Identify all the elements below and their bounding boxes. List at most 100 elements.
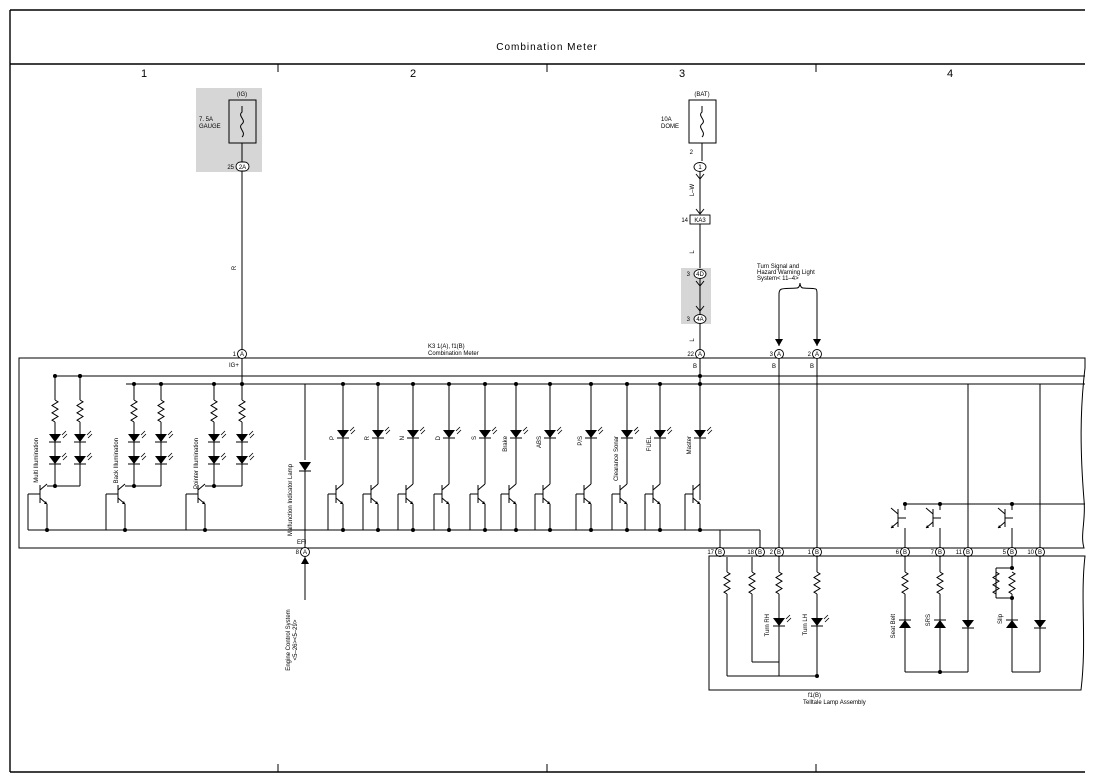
- junction-dot: [903, 502, 907, 506]
- page-frame: [9, 9, 1085, 773]
- bottom-pin-number-10: 10: [1027, 550, 1034, 556]
- bottom-pin-conn-1: B: [815, 550, 819, 556]
- turn-signal-ref-line3: System< 11–4>: [757, 276, 799, 282]
- gauge-fuse-rating: 7. 5A: [199, 117, 213, 123]
- efi-pin-conn: A: [303, 550, 307, 556]
- led-icon: [407, 430, 419, 438]
- dome-meter-pin-conn: A: [698, 352, 702, 358]
- bottom-pin-number-1: 1: [808, 550, 812, 556]
- column-label-3: 3: [679, 68, 685, 80]
- resistor-icon: [130, 399, 138, 423]
- combination-meter-box: [18, 357, 1086, 549]
- junction-dot: [132, 382, 136, 386]
- junction-dot: [411, 382, 415, 386]
- resistor-icon: [748, 571, 756, 595]
- telltale-label-3: Seat Belt: [891, 614, 897, 639]
- bottom-pin-conn-17: B: [718, 550, 722, 556]
- transistor-arrow: [657, 501, 660, 504]
- bottom-pin-number-6: 6: [896, 550, 900, 556]
- bottom-pin-conn-6: B: [903, 550, 907, 556]
- junction-dot: [341, 528, 345, 532]
- junction-dot: [447, 382, 451, 386]
- junction-4a-pin: 3: [687, 317, 691, 323]
- telltale-label-5: Slip: [998, 613, 1004, 624]
- led-icon: [443, 430, 455, 438]
- junction-dot: [625, 382, 629, 386]
- led-icon: [654, 430, 666, 438]
- junction-dot: [548, 528, 552, 532]
- transistor-arrow: [482, 501, 485, 504]
- malfunction-lamp-label: Malfunction Indicator Lamp: [288, 463, 294, 536]
- led-rays: [61, 452, 68, 461]
- led-rays: [419, 426, 426, 435]
- indicator-label-10: FUEL: [647, 435, 653, 451]
- dome-fuse-block: [688, 99, 717, 268]
- led-rays: [61, 430, 68, 439]
- led-icon: [811, 618, 823, 626]
- bottom-pin-number-17: 17: [707, 550, 714, 556]
- resistor-icon: [936, 571, 944, 595]
- transistor-collector: [335, 483, 344, 491]
- resistor-icon: [813, 571, 821, 595]
- telltale-label-4: SRS: [926, 614, 932, 626]
- turn-pin3-conn: A: [777, 352, 781, 358]
- transistor-collector: [405, 483, 414, 491]
- indicator-label-2: R: [365, 435, 371, 440]
- transistor-arrow: [44, 501, 47, 504]
- telltale-ref-connector: f1(B): [808, 693, 821, 699]
- diagram-title: Combination Meter: [496, 42, 597, 53]
- indicator-label-5: S: [472, 436, 478, 440]
- led-icon: [128, 456, 140, 464]
- bottom-pin-conn-11: B: [966, 550, 970, 556]
- led-icon: [49, 456, 61, 464]
- transistor-collector: [370, 483, 379, 491]
- led-icon: [479, 430, 491, 438]
- led-rays: [220, 430, 227, 439]
- column-label-4: 4: [947, 68, 953, 80]
- bottom-pin-number-5: 5: [1003, 550, 1007, 556]
- turn-pin2-conn: A: [815, 352, 819, 358]
- bottom-pin-conn-2: B: [777, 550, 781, 556]
- indicator-label-8: P/S: [578, 436, 584, 446]
- led-rays: [86, 430, 93, 439]
- resistor-icon: [76, 399, 84, 423]
- transistor-collector: [619, 483, 628, 491]
- ka3-connector-label: KA3: [694, 218, 706, 224]
- led-icon: [236, 434, 248, 442]
- resistor-icon: [723, 571, 731, 595]
- illumination-label-3: Pointer Illumination: [194, 438, 200, 489]
- bottom-pin-conn-5: B: [1010, 550, 1014, 556]
- fuse-icon: [240, 106, 244, 138]
- led-rays: [556, 426, 563, 435]
- led-icon: [585, 430, 597, 438]
- telltale-label-2: Turn LH: [803, 614, 809, 635]
- gauge-connector-label: 2A: [239, 165, 246, 171]
- junction-dot: [698, 374, 702, 378]
- turn-pin3-number: 3: [770, 352, 774, 358]
- bottom-pin-number-18: 18: [747, 550, 754, 556]
- transistor-arrow: [998, 525, 1001, 528]
- junction-dot: [78, 374, 82, 378]
- led-icon: [962, 620, 974, 628]
- indicator-label-4: D: [436, 435, 442, 440]
- gauge-fuse-name: GAUGE: [199, 124, 221, 130]
- telltale-assembly-box: [708, 555, 1086, 691]
- junction-dot: [815, 674, 819, 678]
- junction-dot: [212, 382, 216, 386]
- transistor-collector: [692, 483, 701, 491]
- column-label-1: 1: [141, 68, 147, 80]
- junction-dot: [159, 382, 163, 386]
- transistor-collector: [652, 483, 661, 491]
- junction-dot: [203, 528, 207, 532]
- meter-top-pins: [237, 349, 822, 359]
- resistor-icon: [1008, 571, 1016, 595]
- led-icon: [128, 434, 140, 442]
- led-rays: [384, 426, 391, 435]
- wire-color-l: L: [690, 250, 696, 254]
- led-icon: [208, 434, 220, 442]
- transistor-collector: [39, 483, 48, 491]
- junction-dot: [548, 382, 552, 386]
- transistor-collector: [997, 507, 1006, 515]
